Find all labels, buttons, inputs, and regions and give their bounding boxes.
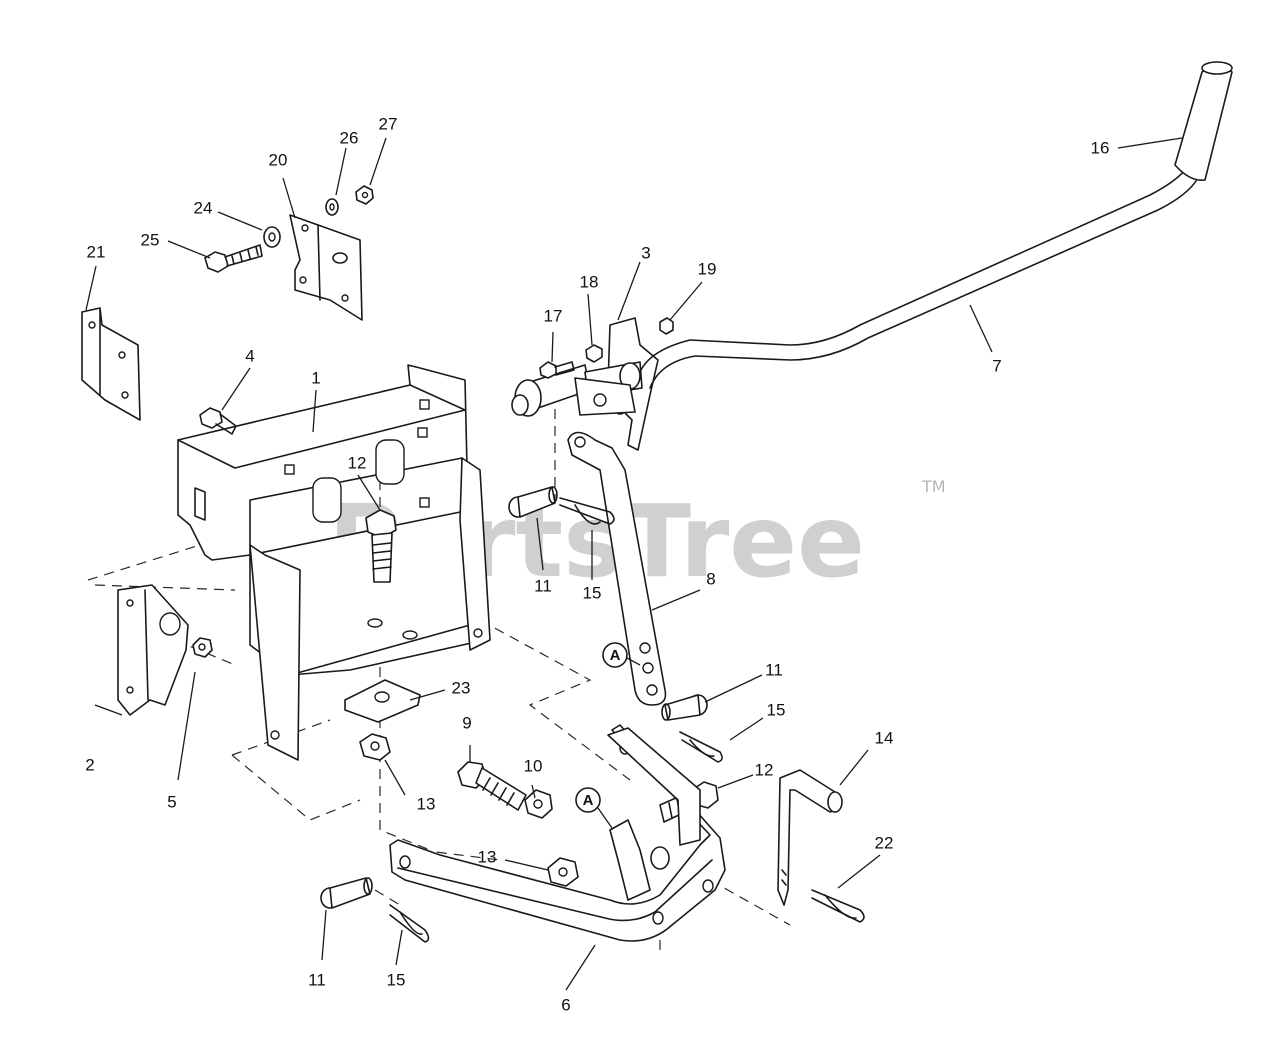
callout-24: 24 [194, 198, 213, 217]
part-17-bolt [539, 361, 575, 379]
callout-14: 14 [875, 728, 894, 747]
part-24-washer [263, 226, 281, 248]
callout-12-upper: 12 [348, 453, 367, 472]
part-10-nut [524, 789, 553, 819]
callout-25: 25 [141, 230, 160, 249]
callout-26: 26 [340, 128, 359, 147]
callout-15-lower: 15 [387, 970, 406, 989]
leader-lines [85, 137, 1183, 991]
callout-5: 5 [167, 792, 176, 811]
part-21-bracket-plate [81, 307, 141, 421]
part-26-lock-washer [325, 198, 339, 216]
callout-2: 2 [85, 755, 94, 774]
watermark-trademark: TM [921, 477, 946, 496]
part-11-pin-lower [320, 877, 373, 909]
part-27-nut [355, 185, 374, 205]
reference-marker-a-lower-label: A [583, 792, 594, 809]
callout-13-lower: 13 [478, 847, 497, 866]
callout-17: 17 [544, 306, 563, 325]
callout-9: 9 [462, 713, 471, 732]
callout-7: 7 [992, 356, 1001, 375]
callout-12-lower: 12 [755, 760, 774, 779]
callout-8: 8 [706, 569, 715, 588]
part-15-clip-middle [679, 731, 723, 763]
part-3-pivot-bracket [511, 317, 659, 451]
callout-10: 10 [524, 756, 543, 775]
callout-11-lower: 11 [308, 970, 326, 989]
part-12-bolt-upper [365, 509, 397, 583]
part-11-pin-upper [508, 486, 558, 518]
callout-21: 21 [87, 242, 106, 261]
callout-4: 4 [245, 346, 254, 365]
callout-23: 23 [452, 678, 471, 697]
callout-20: 20 [269, 150, 288, 169]
part-13-nut-lower [547, 857, 579, 887]
callout-labels: 1 2 3 4 5 6 7 8 9 10 11 11 11 12 12 13 1… [85, 114, 1109, 1014]
callout-1: 1 [311, 368, 320, 387]
part-7-lift-handle [639, 169, 1199, 389]
part-2-side-bracket [117, 584, 189, 716]
part-11-pin-middle [661, 694, 708, 721]
part-22-clip [811, 889, 865, 923]
part-4-bolt [199, 407, 237, 435]
part-23-spacer-plate [344, 679, 421, 723]
reference-marker-a-lower: A [575, 787, 613, 829]
part-9-bolt [457, 761, 527, 811]
callout-15-middle: 15 [767, 700, 786, 719]
callout-3: 3 [641, 243, 650, 262]
part-15-clip-upper [559, 497, 615, 525]
part-18-nut [585, 344, 603, 363]
part-13-nut-upper [359, 733, 391, 761]
callout-15-upper: 15 [583, 583, 602, 602]
callout-22: 22 [875, 833, 894, 852]
reference-marker-a-upper-label: A [610, 647, 621, 664]
callout-27: 27 [379, 114, 398, 133]
part-15-clip-lower [389, 904, 430, 943]
part-5-nut [192, 637, 213, 658]
callout-16: 16 [1091, 138, 1110, 157]
callout-11-middle: 11 [765, 660, 783, 679]
part-6-front-hanger [389, 724, 726, 942]
part-8-lift-link [567, 431, 667, 706]
callout-6: 6 [561, 995, 570, 1014]
callout-11-upper: 11 [534, 576, 552, 595]
callout-18: 18 [580, 272, 599, 291]
part-25-bolt [204, 244, 263, 273]
part-1-hanger-bracket [177, 364, 491, 761]
callout-13-upper: 13 [417, 794, 436, 813]
reference-marker-a-upper: A [602, 642, 641, 668]
part-19-nut [659, 317, 674, 335]
part-20-bracket [289, 214, 363, 321]
part-16-handle-grip [1174, 61, 1233, 182]
callout-19: 19 [698, 259, 717, 278]
part-14-pin [777, 769, 843, 906]
